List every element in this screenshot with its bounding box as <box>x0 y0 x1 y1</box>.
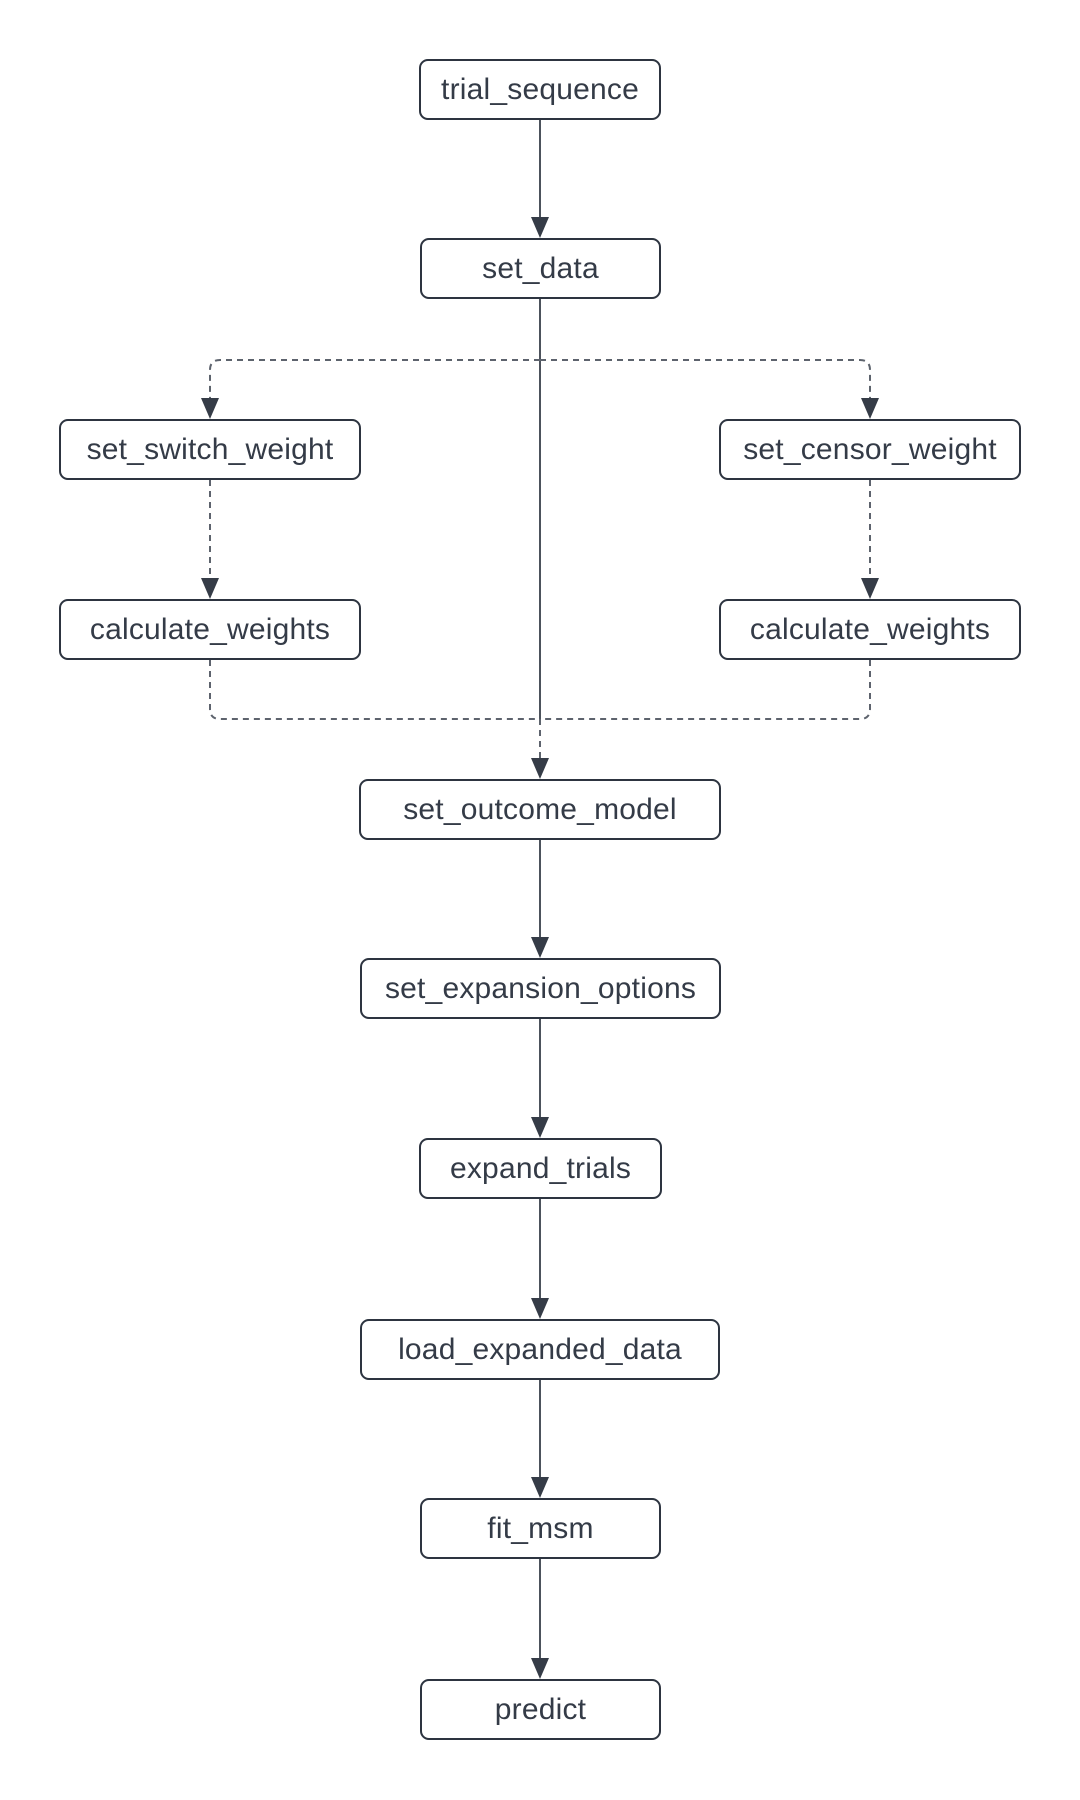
arrowhead-set-expansion-options <box>531 937 549 958</box>
node-set-outcome-model: set_outcome_model <box>359 779 721 840</box>
node-calculate-weights-left: calculate_weights <box>59 599 361 660</box>
node-set-expansion-options: set_expansion_options <box>360 958 721 1019</box>
node-expand-trials: expand_trials <box>419 1138 662 1199</box>
node-set-switch-weight: set_switch_weight <box>59 419 361 480</box>
edge-calculate-weights-left-merge <box>209 660 540 720</box>
arrowhead-predict <box>531 1658 549 1679</box>
edge-calculate-weights-right-merge <box>540 660 871 720</box>
arrowhead-set-data <box>531 217 549 238</box>
node-fit-msm: fit_msm <box>420 1498 661 1559</box>
node-calculate-weights-right: calculate_weights <box>719 599 1021 660</box>
arrowhead-expand-trials <box>531 1117 549 1138</box>
node-trial-sequence: trial_sequence <box>419 59 661 120</box>
node-set-censor-weight: set_censor_weight <box>719 419 1021 480</box>
arrowhead-set-outcome-model <box>531 758 549 779</box>
node-load-expanded-data: load_expanded_data <box>360 1319 720 1380</box>
arrowhead-set-censor-weight <box>861 398 879 419</box>
arrowhead-calculate-weights-right <box>861 578 879 599</box>
arrowhead-load-expanded-data <box>531 1298 549 1319</box>
edge-branch-to-set-switch-weight <box>209 359 540 399</box>
arrowhead-set-switch-weight <box>201 398 219 419</box>
node-predict: predict <box>420 1679 661 1740</box>
arrowhead-fit-msm <box>531 1477 549 1498</box>
node-set-data: set_data <box>420 238 661 299</box>
edge-branch-to-set-censor-weight <box>540 359 871 399</box>
arrowhead-calculate-weights-left <box>201 578 219 599</box>
